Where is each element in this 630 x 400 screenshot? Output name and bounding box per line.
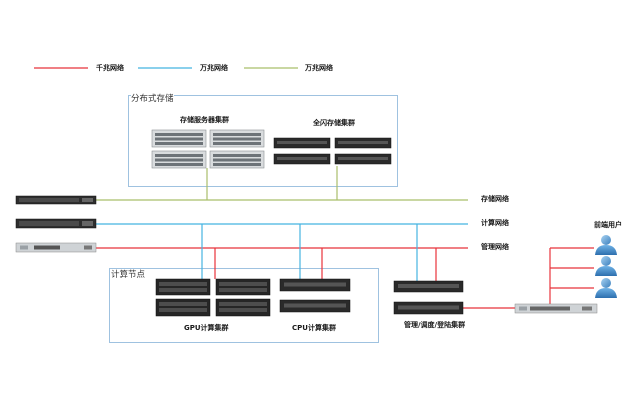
distributed-storage-group xyxy=(128,95,398,187)
legend-label-10g-green: 万兆网络 xyxy=(305,64,333,72)
legend-label-10g-blue: 万兆网络 xyxy=(200,64,228,72)
access-switch xyxy=(514,303,598,314)
mgmt-cluster xyxy=(393,280,464,315)
storage-server-cluster-label: 存储服务器集群 xyxy=(180,116,229,124)
compute-core-switch xyxy=(15,218,97,229)
management-network-label: 管理网络 xyxy=(481,243,509,251)
compute-node-group xyxy=(109,268,379,343)
frontend-users-label: 前端用户 xyxy=(594,221,622,229)
gpu-cluster xyxy=(155,278,271,317)
user-icon xyxy=(595,278,617,298)
cpu-cluster xyxy=(279,278,351,313)
storage-server-cluster xyxy=(151,129,265,169)
storage-network-label: 存储网络 xyxy=(481,195,509,203)
flash-storage-cluster xyxy=(273,137,392,165)
user-icon xyxy=(595,256,617,276)
user-icon xyxy=(595,235,617,255)
legend-label-gigabit: 千兆网络 xyxy=(96,64,124,72)
cpu-cluster-label: CPU计算集群 xyxy=(292,324,336,332)
mgmt-cluster-label: 管理/调度/登陆集群 xyxy=(404,321,466,329)
flash-storage-cluster-label: 全闪存储集群 xyxy=(313,119,355,127)
compute-network-label: 计算网络 xyxy=(481,219,509,227)
gpu-cluster-label: GPU计算集群 xyxy=(184,324,229,332)
storage-core-switch xyxy=(15,195,97,205)
compute-node-title: 计算节点 xyxy=(111,270,146,280)
distributed-storage-title: 分布式存储 xyxy=(131,94,174,104)
management-core-switch xyxy=(15,242,97,253)
